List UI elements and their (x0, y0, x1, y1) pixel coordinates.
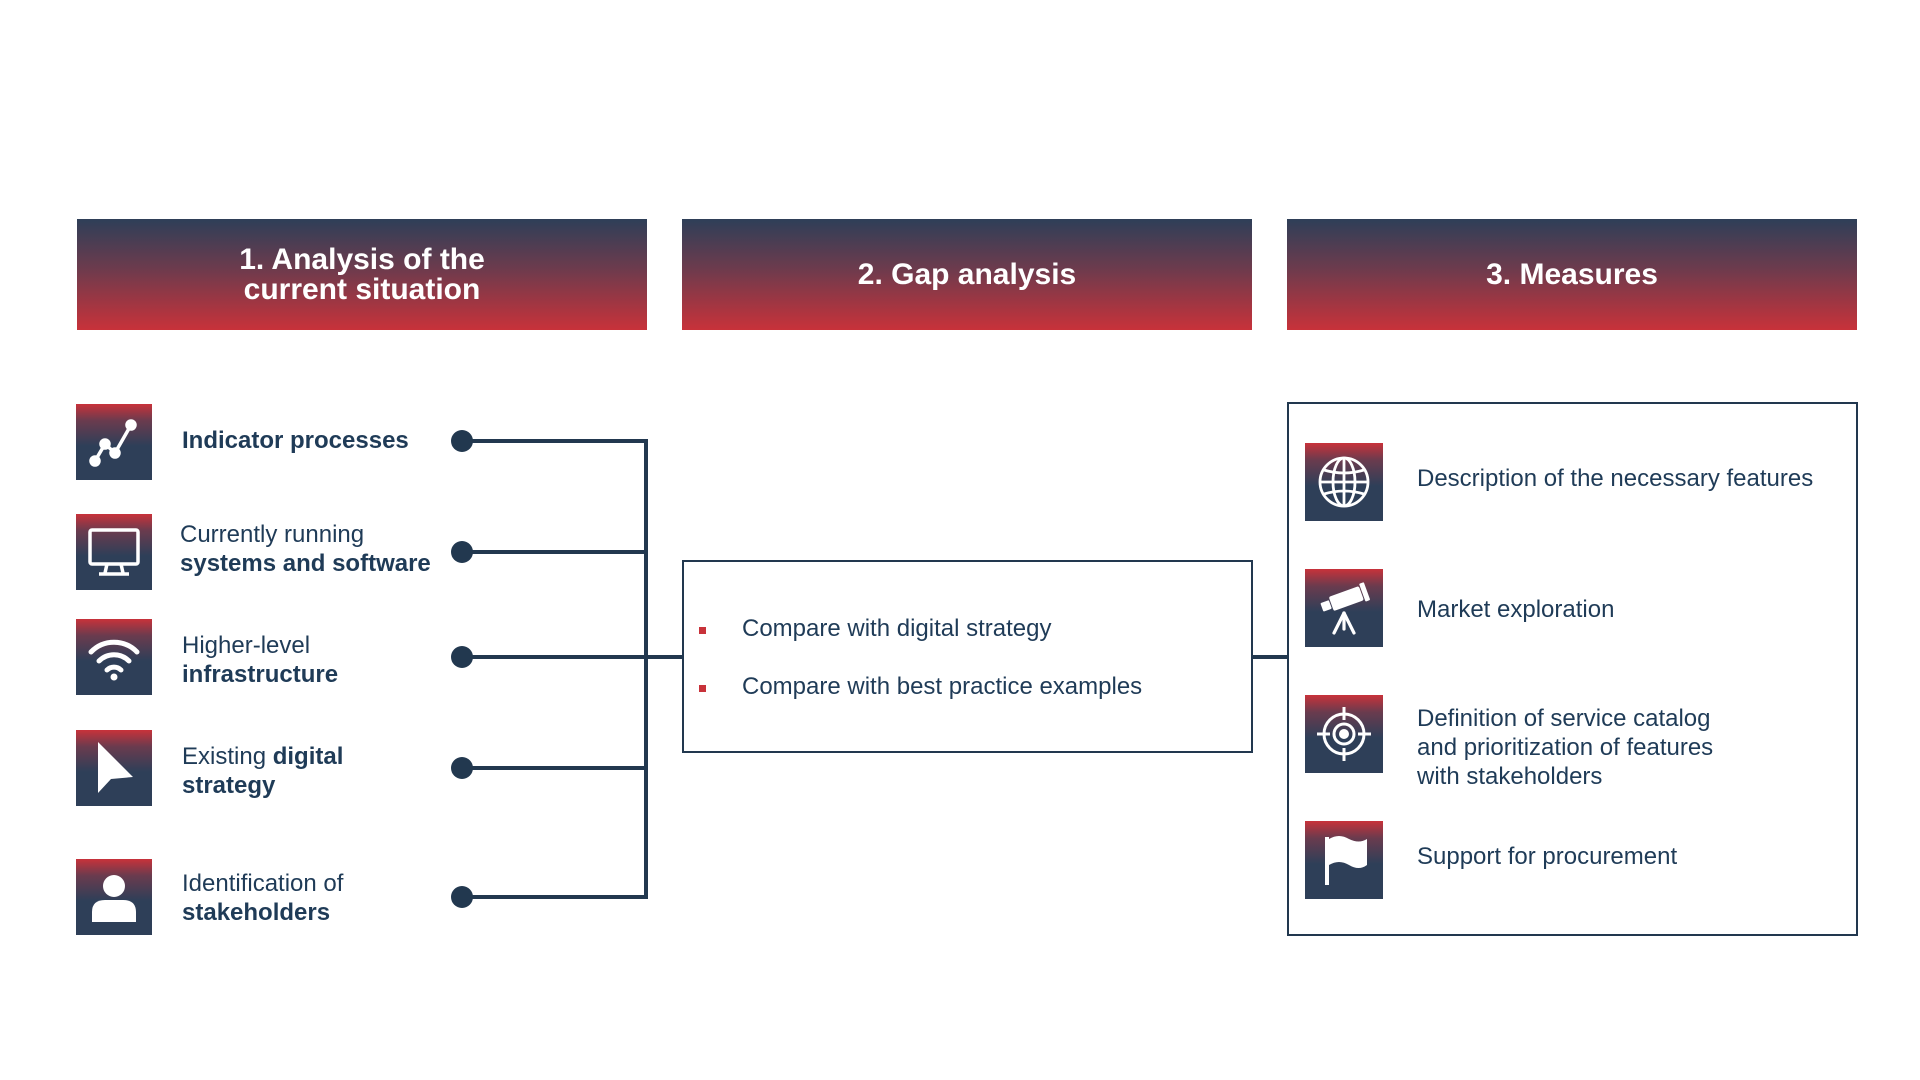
header-analysis-line2: current situation (243, 272, 481, 306)
input-4-normal: Existing (182, 743, 273, 770)
input-5-normal: Identification of (182, 870, 344, 897)
measures-box: Description of the necessary features Ma… (1287, 402, 1858, 936)
wifi-icon (76, 619, 152, 695)
target-icon (1305, 695, 1383, 773)
flag-icon (1305, 821, 1383, 899)
input-1-bold: Indicator processes (182, 427, 409, 454)
monitor-icon (76, 514, 152, 590)
telescope-icon (1305, 569, 1383, 647)
connector-dot-3 (451, 646, 473, 668)
gap-item-digital-strategy: Compare with digital strategy (742, 615, 1052, 642)
input-label-digital-strategy: Existing digital strategy (182, 742, 343, 800)
measure-label-service-catalog: Definition of service catalog and priori… (1417, 704, 1713, 791)
connector-dot-2 (451, 541, 473, 563)
connector-dot-4 (451, 757, 473, 779)
input-label-systems-software: Currently running systems and software (180, 520, 431, 578)
input-2-normal: Currently running (180, 521, 365, 548)
input-4-bold-1: digital (272, 743, 344, 770)
header-gap-label: 2. Gap analysis (857, 257, 1077, 291)
header-gap-analysis: 2. Gap analysis (682, 219, 1252, 330)
input-3-normal: Higher-level (182, 632, 311, 659)
input-label-stakeholders: Identification of stakeholders (182, 869, 343, 927)
measure-label-procurement: Support for procurement (1417, 842, 1677, 871)
measure-label-market: Market exploration (1417, 595, 1614, 624)
gap-analysis-box: Compare with digital strategy Compare wi… (682, 560, 1253, 753)
measure-3-line-3: with stakeholders (1417, 763, 1603, 790)
bullet-1 (699, 627, 706, 634)
connector-dot-1 (451, 430, 473, 452)
line-chart-icon (76, 404, 152, 480)
measure-4-line-1: Support for procurement (1417, 843, 1678, 870)
cursor-arrow-icon (76, 730, 152, 806)
measure-1-line-1: Description of the necessary features (1417, 465, 1814, 492)
measure-2-line-1: Market exploration (1417, 596, 1615, 623)
input-label-indicator-processes: Indicator processes (182, 426, 409, 455)
gap-item-best-practice: Compare with best practice examples (742, 673, 1143, 700)
person-icon (76, 859, 152, 935)
input-label-infrastructure: Higher-level infrastructure (182, 631, 338, 689)
input-4-bold-2: strategy (182, 772, 276, 799)
connector-dot-5 (451, 886, 473, 908)
header-analysis-line1: 1. Analysis of the (239, 242, 485, 276)
input-2-bold: systems and software (180, 550, 431, 577)
header-analysis: 1. Analysis of the current situation (77, 219, 647, 330)
bullet-2 (699, 685, 706, 692)
header-measures: 3. Measures (1287, 219, 1857, 330)
header-measures-label: 3. Measures (1486, 257, 1658, 291)
input-3-bold: infrastructure (182, 661, 339, 688)
globe-icon (1305, 443, 1383, 521)
measure-3-line-1: Definition of service catalog (1417, 705, 1711, 732)
measure-label-features: Description of the necessary features (1417, 464, 1813, 493)
input-5-bold: stakeholders (182, 899, 331, 926)
measure-3-line-2: and prioritization of features (1417, 734, 1714, 761)
